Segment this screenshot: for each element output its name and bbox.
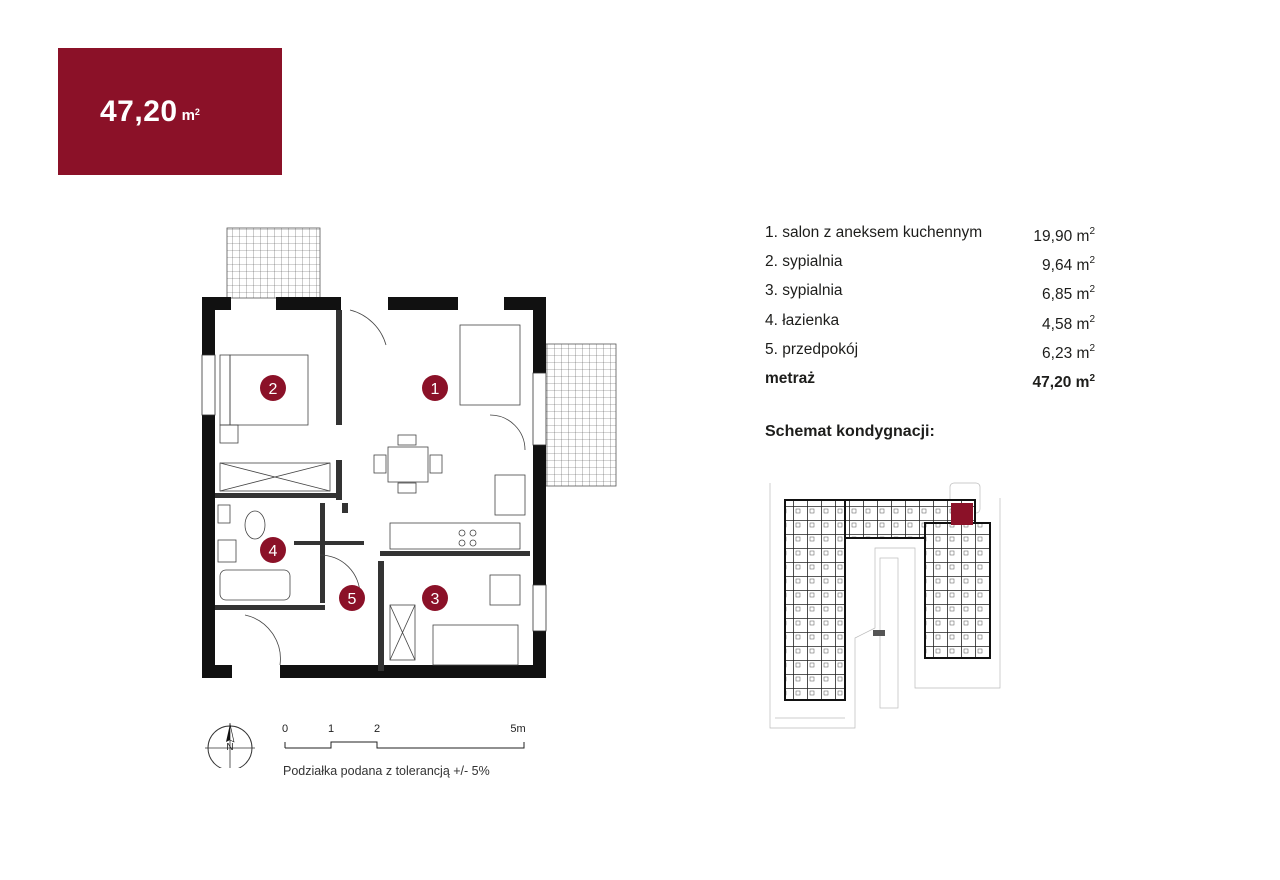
room-label-1: 1. salon z aneksem kuchennym <box>765 224 983 241</box>
room-marker-1 <box>422 375 448 401</box>
room-area-5: 6,23 m2 <box>1042 342 1095 362</box>
room-area-1: 19,90 m2 <box>1033 226 1095 246</box>
outer-walls <box>202 297 546 678</box>
room-label-2: 2. sypialnia <box>765 253 843 271</box>
scale-tolerance-note: Podziałka podana z tolerancją +/- 5% <box>283 764 490 778</box>
scale-tick-2: 2 <box>374 723 380 735</box>
scale-tick-1: 1 <box>328 723 334 735</box>
room-markers: 1 2 3 4 5 <box>260 375 448 611</box>
total-label: metraż <box>765 369 815 387</box>
room-label-5: 5. przedpokój <box>765 340 859 358</box>
room-marker-label-4: 4 <box>269 543 278 560</box>
scale-and-compass: N 0 1 2 5m <box>205 723 526 768</box>
room-row-2: 2. sypialnia 9,64 m2 <box>765 247 1095 276</box>
room-marker-5 <box>339 585 365 611</box>
floor-schema-title: Schemat kondygnacji: <box>765 423 935 440</box>
room-marker-label-1: 1 <box>431 381 440 398</box>
room-marker-4 <box>260 537 286 563</box>
scale-tick-0: 0 <box>282 723 288 735</box>
balcony-top <box>226 227 321 299</box>
balcony-right <box>545 343 617 487</box>
total-row: metraż 47,20 m2 <box>765 364 1095 393</box>
living-room-furniture <box>349 309 526 550</box>
bedroom-3-furniture <box>389 574 521 666</box>
scale-tick-5m: 5m <box>510 723 525 735</box>
room-marker-label-3: 3 <box>431 591 440 608</box>
room-marker-2 <box>260 375 286 401</box>
room-row-1: 1. salon z aneksem kuchennym 19,90 m2 <box>765 218 1095 247</box>
room-row-4: 4. łazienka 4,58 m2 <box>765 306 1095 335</box>
area-unit: m2 <box>181 107 200 124</box>
compass: N <box>205 723 255 768</box>
room-row-5: 5. przedpokój 6,23 m2 <box>765 335 1095 364</box>
interior-walls <box>215 310 530 671</box>
room-area-2: 9,64 m2 <box>1042 255 1095 275</box>
room-marker-label-2: 2 <box>269 381 278 398</box>
room-marker-3 <box>422 585 448 611</box>
bathroom-4-fixtures <box>217 504 361 601</box>
floor-plan: 1 2 3 4 5 <box>201 227 617 678</box>
room-marker-label-5: 5 <box>348 591 357 608</box>
floor-schema-map <box>769 482 1001 729</box>
area-value: 47,20 <box>100 94 178 128</box>
bedroom-2-furniture <box>219 354 331 492</box>
room-area-4: 4,58 m2 <box>1042 313 1095 333</box>
highlighted-apartment <box>951 503 973 525</box>
room-row-3: 3. sypialnia 6,85 m2 <box>765 276 1095 305</box>
room-list: 1. salon z aneksem kuchennym 19,90 m2 2.… <box>765 218 1095 393</box>
compass-north-label: N <box>226 742 233 753</box>
room-label-4: 4. łazienka <box>765 311 840 329</box>
area-badge: 47,20 m2 <box>58 48 282 175</box>
room-label-3: 3. sypialnia <box>765 282 843 300</box>
scale-bar <box>284 741 525 749</box>
room-area-3: 6,85 m2 <box>1042 284 1095 304</box>
total-area: 47,20 m2 <box>1032 372 1095 392</box>
